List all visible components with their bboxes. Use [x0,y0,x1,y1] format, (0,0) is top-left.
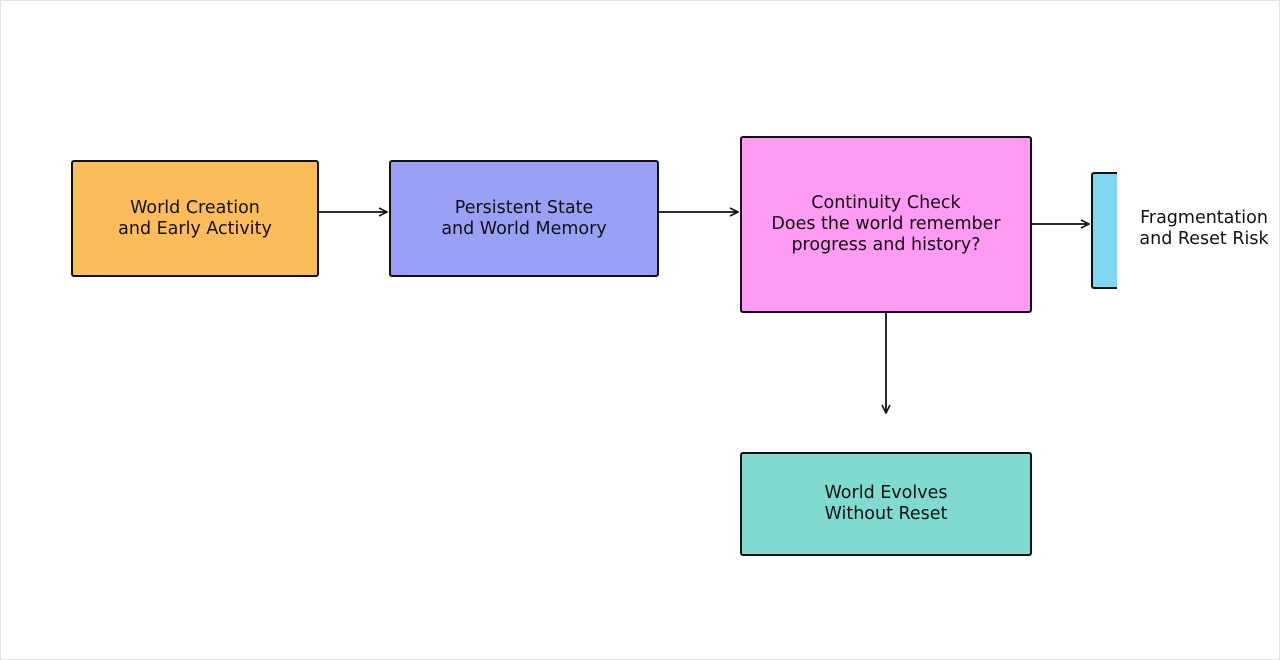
node-world-evolves: World Evolves Without Reset [740,452,1032,556]
node-label: World Evolves Without Reset [824,483,948,524]
node-world-creation: World Creation and Early Activity [71,160,319,277]
node-fragmentation-box [1091,172,1117,289]
node-label: Continuity Check Does the world remember… [771,193,1001,255]
node-persistent-state: Persistent State and World Memory [389,160,659,277]
node-continuity-check: Continuity Check Does the world remember… [740,136,1032,313]
node-label: Persistent State and World Memory [441,197,607,239]
node-fragmentation-label: Fragmentation and Reset Risk [1139,208,1269,249]
node-label: World Creation and Early Activity [118,197,272,239]
